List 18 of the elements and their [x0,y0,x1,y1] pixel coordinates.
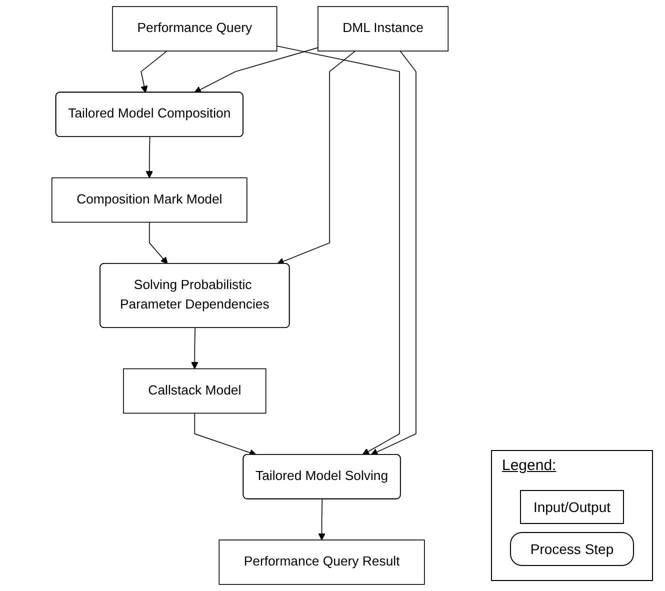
arrow [140,50,168,93]
arrow [146,136,154,178]
input-output-sample: Input/Output [520,490,624,524]
node-box: Performance Query [112,6,278,52]
arrow [191,328,198,370]
node-box: Callstack Model [123,368,266,414]
arrow [276,50,356,265]
arrow [370,50,416,456]
arrow [194,47,318,93]
node-box: Performance Query Result [218,540,425,585]
arrow [148,222,168,264]
process-step-sample: Process Step [510,532,634,566]
arrow [276,46,400,456]
node-box: DML Instance [318,6,449,52]
node-box: Composition Mark Model [51,177,248,223]
arrow [194,412,257,456]
arrow [318,498,326,540]
legend-title: Legend: [502,457,556,474]
